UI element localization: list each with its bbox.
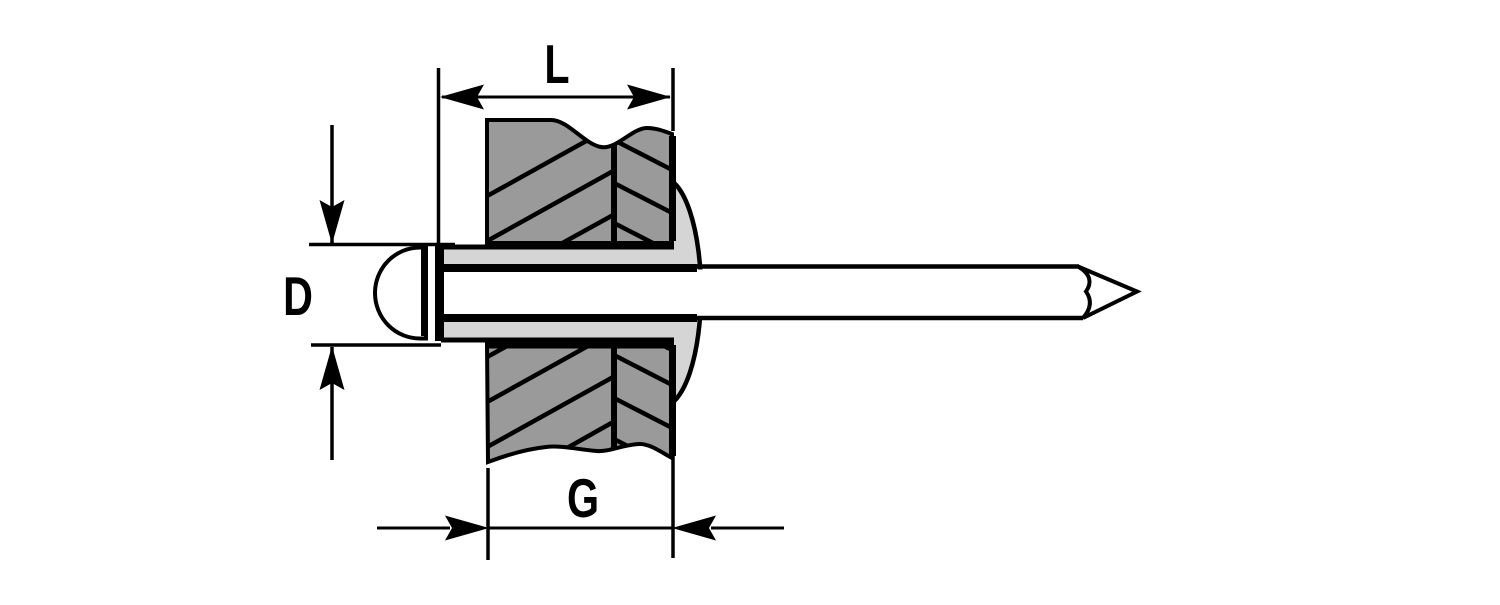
arrow-up-icon xyxy=(319,346,345,390)
rivet-head-dome xyxy=(373,245,428,341)
arrow-down-icon xyxy=(319,200,345,244)
plate-bottom-section xyxy=(484,341,674,465)
dimension-grip xyxy=(377,455,784,560)
label-grip: G xyxy=(567,468,599,529)
dimension-diameter xyxy=(309,125,455,460)
label-length: L xyxy=(544,34,569,95)
arrow-left-icon xyxy=(672,515,716,541)
arrow-left-icon xyxy=(440,84,484,110)
hatch-top-right-plate xyxy=(610,136,672,243)
arrow-right-icon xyxy=(627,84,671,110)
label-diameter: D xyxy=(283,266,313,327)
mandrel-stem xyxy=(443,269,1080,317)
dimension-length xyxy=(436,68,675,245)
mandrel-tip xyxy=(1076,264,1142,320)
plate-top-section xyxy=(485,118,674,245)
arrow-right-icon xyxy=(445,515,489,541)
